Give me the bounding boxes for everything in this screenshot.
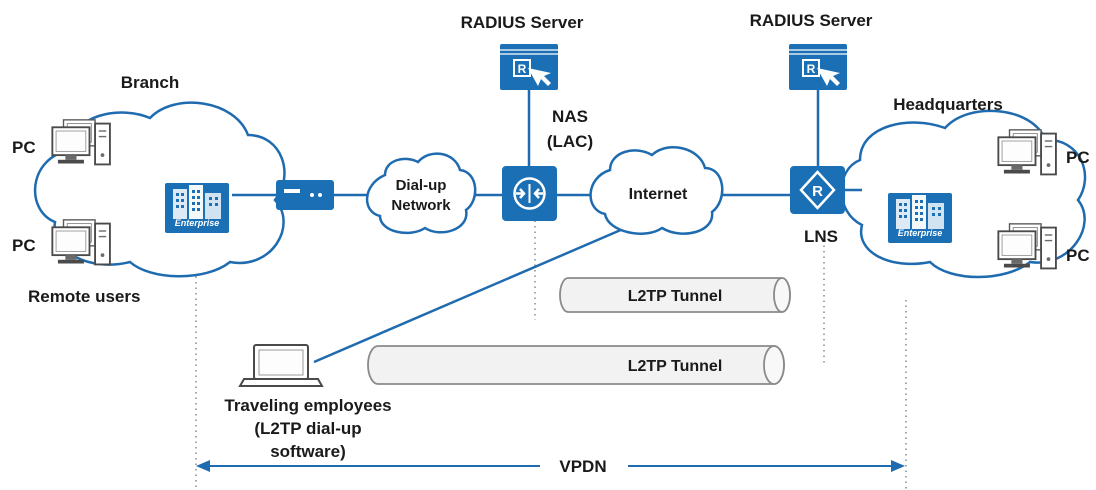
pc-branch-bottom-label: PC: [12, 236, 36, 255]
branch-label: Branch: [121, 73, 180, 92]
nas-label: NAS: [552, 107, 588, 126]
reference-lines: [195, 215, 907, 490]
radius-server-icon: [500, 44, 558, 90]
radius-server-left-label: RADIUS Server: [461, 13, 584, 32]
dialup-network-label-line1: Dial-up: [396, 177, 447, 194]
enterprise-branch-label: Enterprise: [175, 218, 220, 228]
vpdn-arrow: VPDN: [196, 457, 905, 476]
dialup-network-label-line2: Network: [391, 197, 451, 214]
headquarters-label: Headquarters: [893, 95, 1003, 114]
pc-branch-top-label: PC: [12, 138, 36, 157]
laptop-icon: [238, 344, 324, 387]
tunnel-upper: L2TP Tunnel: [559, 277, 791, 313]
tunnel-upper-label: L2TP Tunnel: [628, 288, 723, 305]
traveling-employees-label-line3: software): [270, 442, 346, 461]
remote-users-label: Remote users: [28, 287, 140, 306]
svg-text:R: R: [812, 183, 823, 200]
dialup-network-cloud: Dial-up Network: [365, 152, 477, 235]
lns-label: LNS: [804, 227, 838, 246]
radius-server-icon: [789, 44, 847, 90]
vpdn-label: VPDN: [559, 457, 606, 476]
modem-icon: [276, 180, 334, 210]
internet-label: Internet: [629, 186, 688, 203]
nas-lac-icon: [502, 166, 557, 221]
connection-lines: [232, 90, 862, 364]
lns-router-icon: R: [790, 166, 845, 214]
traveling-employees-label-line1: Traveling employees: [224, 396, 391, 415]
tunnel-lower: L2TP Tunnel: [367, 345, 785, 385]
lac-label: (LAC): [547, 132, 593, 151]
tunnel-lower-label: L2TP Tunnel: [628, 358, 723, 375]
enterprise-hq-label: Enterprise: [898, 228, 943, 238]
pc-hq-bottom-label: PC: [1066, 246, 1090, 265]
radius-server-right-label: RADIUS Server: [750, 11, 873, 30]
pc-hq-top-label: PC: [1066, 148, 1090, 167]
traveling-employees-label-line2: (L2TP dial-up: [254, 419, 361, 438]
internet-cloud: Internet: [589, 146, 724, 235]
